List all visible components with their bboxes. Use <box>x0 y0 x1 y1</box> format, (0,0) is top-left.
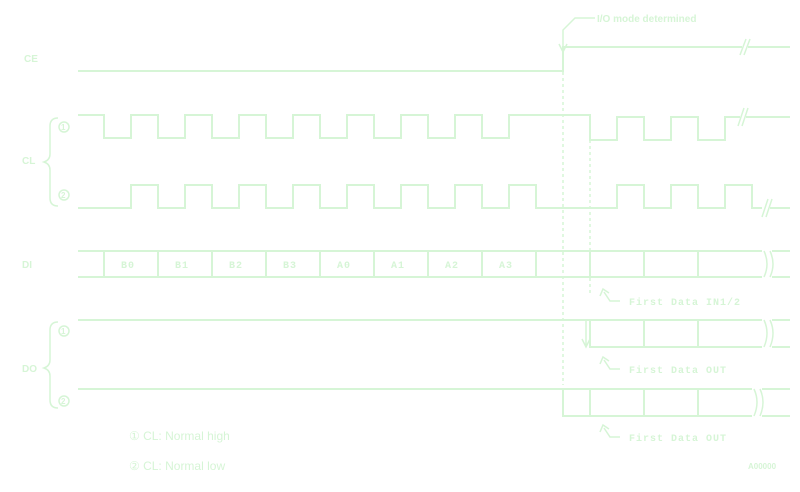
cl1-waveform <box>78 114 740 141</box>
ce-break <box>739 38 751 56</box>
cl-brace <box>41 117 59 207</box>
di-bit-0: B0 <box>121 261 135 272</box>
cl1-break <box>737 107 749 127</box>
cl-marker-1 <box>58 121 70 133</box>
do-marker-1 <box>58 325 70 337</box>
di-bus-tail <box>772 250 790 278</box>
cl-marker-1-num: 1 <box>61 123 66 132</box>
di-label: DI <box>22 260 32 271</box>
do1-bus-tail <box>772 319 790 348</box>
cl-marker-2-num: 2 <box>61 191 66 200</box>
legend-normal-high: ① CL: Normal high <box>129 429 230 443</box>
do2-bus-tail <box>762 388 790 417</box>
first-data-out-2-arrow <box>599 423 620 438</box>
di-bit-1: B1 <box>175 261 189 272</box>
do1-bus <box>589 319 762 348</box>
cl2-waveform <box>78 184 762 209</box>
do2-bus <box>562 388 752 417</box>
figure-id: A00000 <box>748 462 777 471</box>
ce-waveform <box>78 46 742 72</box>
do1-break <box>763 319 774 348</box>
first-data-out-1-label: First Data OUT <box>629 365 727 377</box>
di-bus-dividers <box>103 251 699 277</box>
cl-label: CL <box>22 156 35 167</box>
first-data-in-arrow <box>599 287 620 302</box>
di-bit-5: A1 <box>391 261 405 272</box>
di-bit-4: A0 <box>337 261 351 272</box>
do-marker-2-num: 2 <box>61 397 66 406</box>
di-bit-3: B3 <box>283 261 297 272</box>
do-brace <box>41 321 59 409</box>
di-bit-6: A2 <box>445 261 459 272</box>
di-bit-2: B2 <box>229 261 243 272</box>
di-break <box>763 250 774 278</box>
cl-marker-2 <box>58 189 70 201</box>
cl2-break <box>761 198 773 218</box>
first-data-out-2-label: First Data OUT <box>629 433 727 445</box>
do2-break <box>753 388 764 417</box>
di-bit-7: A3 <box>499 261 513 272</box>
mode-arrow-line <box>562 17 595 50</box>
ce-label: CE <box>24 54 38 65</box>
do-marker-2 <box>58 395 70 407</box>
mode-annotation: I/O mode determined <box>597 14 696 25</box>
first-data-out-1-arrow <box>599 355 620 370</box>
legend-normal-low: ② CL: Normal low <box>129 459 225 473</box>
do-marker-1-num: 1 <box>61 327 66 336</box>
do-label: DO <box>22 364 37 375</box>
do1-arrow <box>581 320 591 349</box>
first-data-in-label: First Data IN1/2 <box>629 297 741 309</box>
